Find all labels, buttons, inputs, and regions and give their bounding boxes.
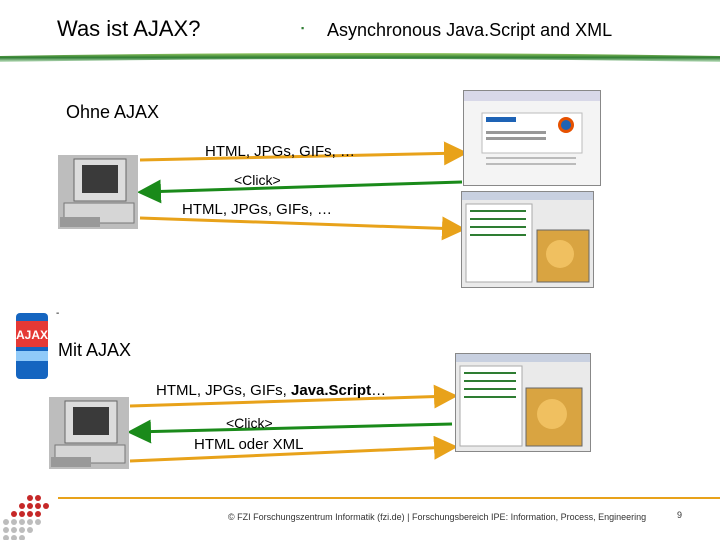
- page-number: 9: [677, 510, 682, 520]
- ohne-arrow2-label: HTML, JPGs, GIFs, …: [182, 201, 332, 218]
- app-screenshot: [455, 353, 591, 452]
- request-arrow-2: [140, 218, 460, 229]
- footer-text: © FZI Forschungszentrum Informatik (fzi.…: [228, 512, 646, 522]
- dash-mark: -: [56, 308, 59, 319]
- browser-screenshot: [463, 90, 601, 186]
- mit-arrow2-label: HTML oder XML: [194, 436, 303, 453]
- ajax-cleaner-image: AJAX: [12, 311, 52, 381]
- response-arrow-2: [133, 424, 452, 432]
- mit-click-label: <Click>: [226, 415, 273, 431]
- ohne-click-label: <Click>: [234, 172, 281, 188]
- svg-text:AJAX: AJAX: [16, 328, 48, 342]
- mit-arrow1-label: HTML, JPGs, GIFs, Java.Script…: [156, 382, 386, 399]
- app-screenshot: [461, 191, 594, 288]
- ohne-arrow1-label: HTML, JPGs, GIFs, …: [205, 143, 355, 160]
- computer-image: [49, 397, 129, 469]
- footer-divider: [58, 497, 720, 499]
- logo-dots-icon: [0, 492, 50, 540]
- computer-image: [58, 155, 138, 229]
- response-arrow-1: [143, 182, 462, 192]
